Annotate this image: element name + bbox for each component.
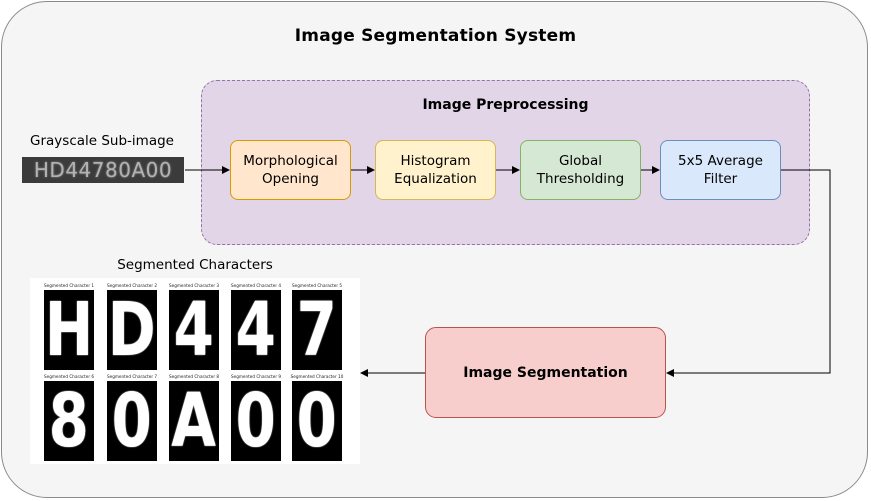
segmented-character-glyph: 4 [173, 290, 215, 370]
segmented-character-title: Segmented Character 5 [291, 283, 343, 288]
grayscale-sub-image: HD44780A00 [22, 157, 184, 183]
segmented-character-10: Segmented Character 10 0 [290, 372, 344, 464]
segmented-character-image: D [107, 290, 157, 370]
arrow-filter-to-segmentation [666, 169, 831, 377]
segmented-character-image: A [169, 381, 219, 461]
segmented-character-title: Segmented Character 6 [43, 374, 95, 379]
grayscale-input-label: Grayscale Sub-image [30, 133, 174, 149]
segmented-character-title: Segmented Character 4 [230, 283, 282, 288]
segmented-character-glyph: 8 [48, 381, 90, 461]
step-global-thresholding: Global Thresholding [520, 140, 641, 200]
segmented-character-title: Segmented Character 8 [168, 374, 220, 379]
segmented-character-glyph: D [108, 290, 156, 370]
segmented-character-image: 0 [107, 381, 157, 461]
segmented-character-glyph: A [171, 381, 217, 461]
segmented-character-title: Segmented Character 7 [106, 374, 158, 379]
segmented-character-glyph: 4 [235, 290, 277, 370]
segmented-character-image: 7 [292, 290, 342, 370]
system-title: Image Segmentation System [294, 26, 577, 46]
step-average-filter: 5x5 Average Filter [660, 140, 781, 200]
segmented-character-8: Segmented Character 8 A [167, 372, 221, 464]
segmented-character-glyph: 0 [111, 381, 153, 461]
plate-text: HD44780A00 [33, 158, 173, 182]
segmented-character-6: Segmented Character 6 8 [42, 372, 96, 464]
segmented-character-5: Segmented Character 5 7 [290, 281, 344, 373]
segmented-character-2: Segmented Character 2 D [105, 281, 159, 373]
segmented-character-image: 8 [44, 381, 94, 461]
step-histogram-equalization: Histogram Equalization [375, 140, 496, 200]
segmented-character-3: Segmented Character 3 4 [167, 281, 221, 373]
segmented-character-image: 0 [231, 381, 281, 461]
segmented-character-title: Segmented Character 1 [43, 283, 95, 288]
segmented-character-glyph: 0 [235, 381, 277, 461]
segmented-character-1: Segmented Character 1 H [42, 281, 96, 373]
preprocessing-title: Image Preprocessing [422, 97, 589, 113]
segmented-character-7: Segmented Character 7 0 [105, 372, 159, 464]
segmentation-step: Image Segmentation [425, 327, 666, 418]
step-morphological-opening: Morphological Opening [230, 140, 351, 200]
segmented-character-image: 4 [231, 290, 281, 370]
segmented-character-title: Segmented Character 2 [106, 283, 158, 288]
segmented-character-glyph: H [44, 290, 94, 370]
segmented-character-image: 0 [292, 381, 342, 461]
segmented-character-title: Segmented Character 9 [230, 374, 282, 379]
segmented-character-title: Segmented Character 3 [168, 283, 220, 288]
segmented-character-title: Segmented Character 10 [290, 374, 344, 379]
segmented-character-4: Segmented Character 4 4 [229, 281, 283, 373]
segmented-character-glyph: 7 [296, 290, 338, 370]
segmented-character-glyph: 0 [296, 381, 338, 461]
segmented-character-image: H [44, 290, 94, 370]
segmented-character-image: 4 [169, 290, 219, 370]
segmented-character-9: Segmented Character 9 0 [229, 372, 283, 464]
segmented-characters-label: Segmented Characters [117, 257, 273, 273]
